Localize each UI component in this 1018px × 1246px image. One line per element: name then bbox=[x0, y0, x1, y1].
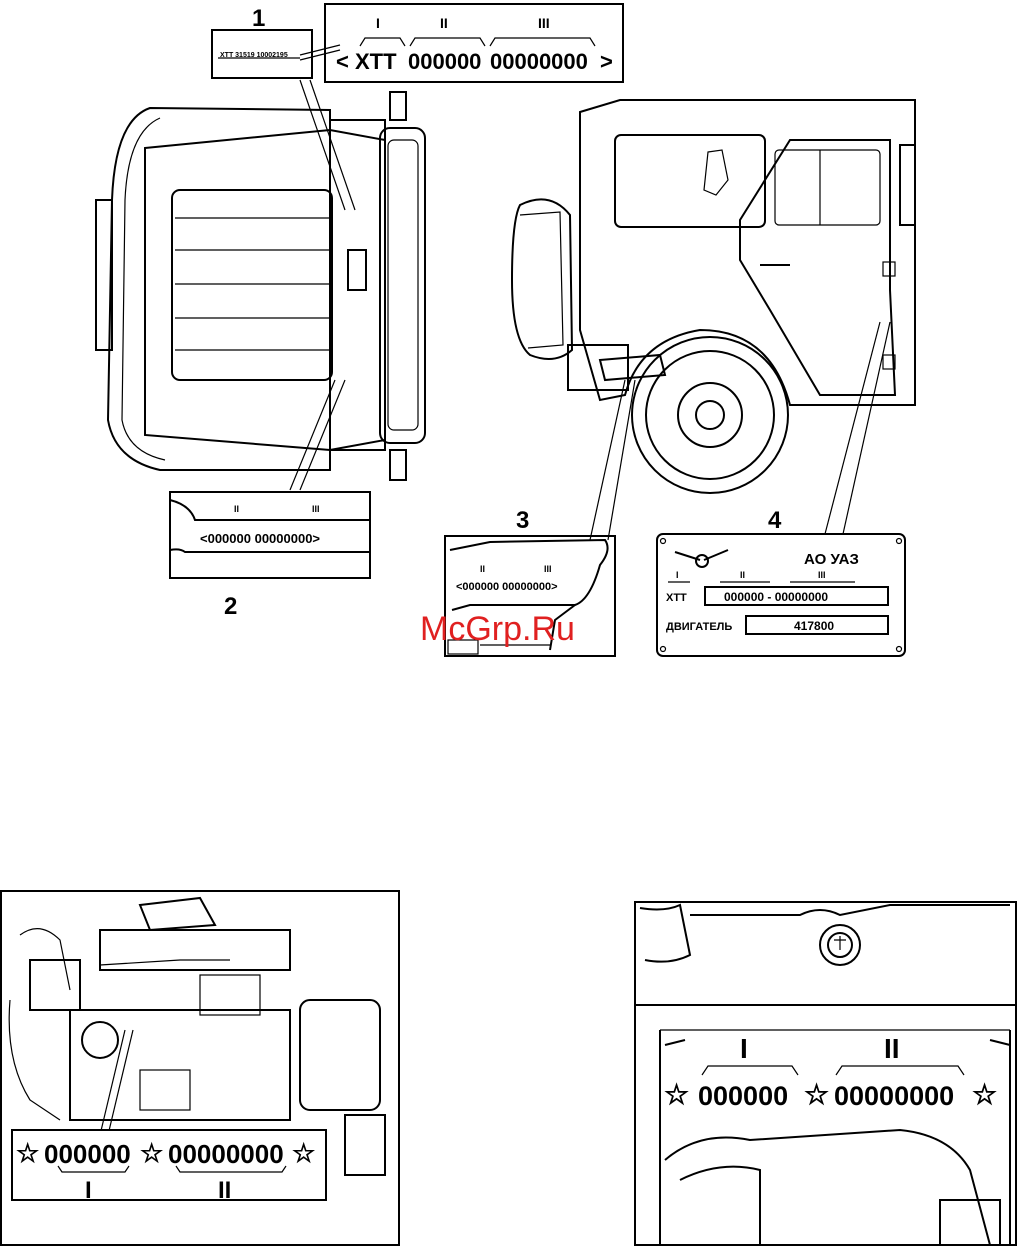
engine-number-detail-view bbox=[635, 902, 1016, 1245]
roman-III: III bbox=[312, 504, 320, 514]
svg-text:XTT 31519 10002195: XTT 31519 10002195 bbox=[220, 52, 288, 59]
label-3-text: <000000 00000000> bbox=[456, 581, 558, 593]
roman-II: II bbox=[218, 1177, 231, 1204]
star-icon: ☆ bbox=[292, 1138, 316, 1168]
plate-brand: АО УАЗ bbox=[804, 551, 859, 568]
callout-3: 3 bbox=[516, 507, 529, 534]
detail-label-seg2: 00000000 bbox=[834, 1081, 954, 1111]
roman-III: III bbox=[538, 15, 550, 31]
engine-number-label: ☆ 000000 ☆ 00000000 ☆ I II bbox=[12, 1130, 326, 1204]
svg-text:II: II bbox=[740, 570, 745, 580]
label-1-prefix: XTT bbox=[355, 49, 397, 74]
roman-II: II bbox=[440, 15, 448, 31]
engine-label-seg2: 00000000 bbox=[168, 1139, 284, 1169]
vehicle-side-view bbox=[512, 100, 915, 540]
roman-II: II bbox=[234, 504, 239, 514]
svg-text:>: > bbox=[600, 49, 613, 74]
plate-row1-value: 000000 - 00000000 bbox=[724, 590, 828, 604]
label-1-detail: I II III < XTT 000000 00000000 > bbox=[325, 4, 623, 82]
watermark: McGrp.Ru bbox=[420, 610, 575, 648]
star-icon: ☆ bbox=[16, 1138, 40, 1168]
plate-row1-label: ХТТ bbox=[666, 592, 687, 604]
label-2-detail: II III <000000 00000000> bbox=[170, 492, 370, 578]
label-2-text: <000000 00000000> bbox=[200, 531, 320, 546]
star-icon: ☆ bbox=[804, 1079, 829, 1110]
engine-label-seg1: 000000 bbox=[44, 1139, 131, 1169]
roman-I: I bbox=[740, 1033, 748, 1064]
star-icon: ☆ bbox=[664, 1079, 689, 1110]
svg-text:<: < bbox=[336, 49, 349, 74]
roman-III: III bbox=[544, 564, 552, 574]
uaz-logo-icon bbox=[675, 550, 728, 567]
vehicle-top-view bbox=[96, 80, 425, 490]
roman-I: I bbox=[85, 1177, 92, 1204]
callout-1: 1 bbox=[252, 5, 265, 32]
label-1-seg2: 000000 bbox=[408, 49, 481, 74]
vehicle-nameplate: АО УАЗ I II III ХТТ 000000 - 00000000 ДВ… bbox=[657, 534, 905, 656]
roman-I: I bbox=[376, 15, 380, 31]
detail-number-label: I II ☆ 000000 ☆ 00000000 ☆ bbox=[664, 1033, 997, 1111]
callout-2: 2 bbox=[224, 593, 237, 620]
roman-II: II bbox=[884, 1033, 900, 1064]
callout-4: 4 bbox=[768, 507, 782, 534]
plate-row2-label: ДВИГАТЕЛЬ bbox=[666, 621, 732, 633]
roman-II: II bbox=[480, 564, 485, 574]
star-icon: ☆ bbox=[140, 1138, 164, 1168]
label-1-seg3: 00000000 bbox=[490, 49, 588, 74]
detail-label-seg1: 000000 bbox=[698, 1081, 788, 1111]
star-icon: ☆ bbox=[972, 1079, 997, 1110]
svg-text:I: I bbox=[676, 570, 679, 580]
plate-row2-value: 417800 bbox=[794, 619, 834, 633]
svg-text:III: III bbox=[818, 570, 826, 580]
